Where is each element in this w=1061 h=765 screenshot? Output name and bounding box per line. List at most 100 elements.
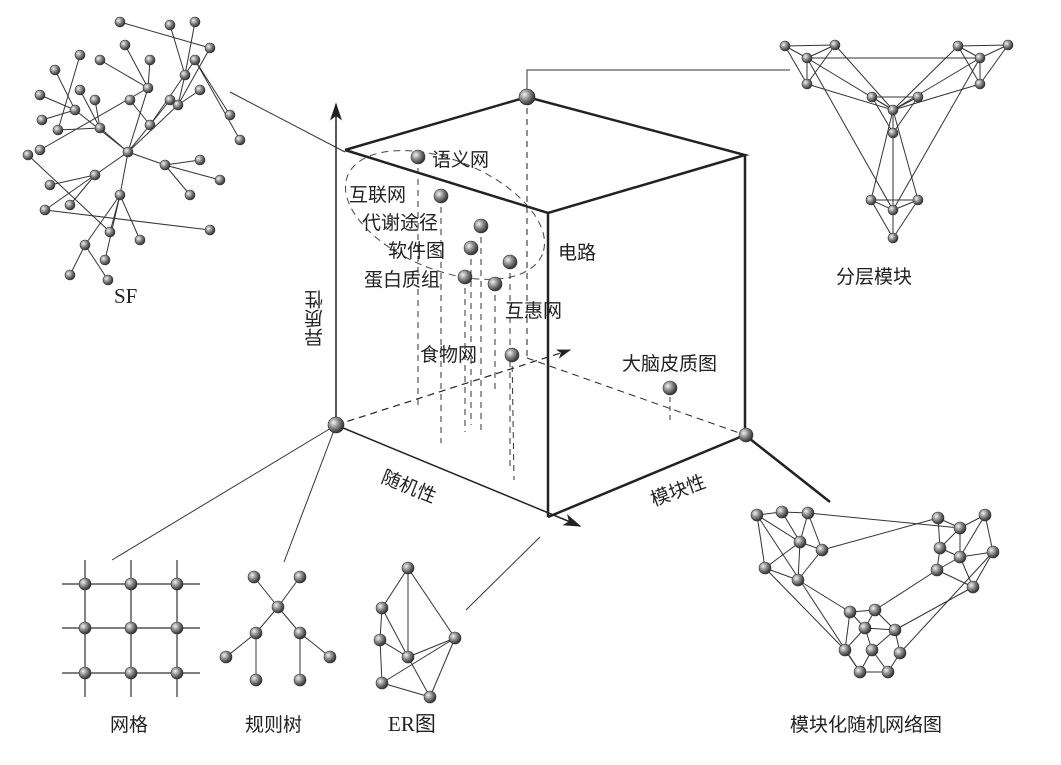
node xyxy=(838,643,852,657)
node xyxy=(375,676,389,690)
node xyxy=(865,194,877,206)
node xyxy=(791,573,805,587)
node xyxy=(170,621,184,635)
node xyxy=(214,174,226,186)
node xyxy=(170,577,184,591)
node xyxy=(888,623,902,637)
node xyxy=(865,643,879,657)
node xyxy=(293,626,307,640)
network-point xyxy=(410,149,426,165)
node xyxy=(39,204,51,216)
origin-vertex xyxy=(327,416,345,434)
network-point xyxy=(504,347,520,363)
node xyxy=(893,646,907,660)
node xyxy=(89,169,101,181)
node xyxy=(930,563,944,577)
label-proteome: 蛋白质组 xyxy=(364,269,441,291)
modular-random-graph xyxy=(750,505,1000,679)
network-point xyxy=(463,240,479,256)
node xyxy=(815,543,829,557)
label-regular-tree: 规则树 xyxy=(245,714,303,736)
node xyxy=(887,104,899,116)
node xyxy=(793,535,807,549)
node xyxy=(974,52,986,64)
er-graph xyxy=(373,561,462,704)
cluster-ellipse xyxy=(344,150,546,280)
node xyxy=(44,179,56,191)
label-software-graph: 软件图 xyxy=(388,240,446,262)
node xyxy=(448,631,462,645)
node xyxy=(36,114,48,126)
node xyxy=(931,511,945,525)
node xyxy=(204,224,216,236)
node xyxy=(829,39,841,51)
label-circuits: 电路 xyxy=(558,242,597,264)
node xyxy=(94,122,106,134)
node xyxy=(401,650,415,664)
label-semantic-web: 语义网 xyxy=(432,149,490,171)
node xyxy=(881,665,895,679)
node xyxy=(89,94,101,106)
node xyxy=(271,600,285,614)
node xyxy=(124,666,138,680)
node xyxy=(102,274,114,286)
node xyxy=(974,78,986,90)
node xyxy=(142,82,154,94)
node xyxy=(887,204,899,216)
label-sf: SF xyxy=(114,284,138,308)
node xyxy=(375,601,389,615)
label-food-web: 食物网 xyxy=(420,344,478,366)
node xyxy=(843,605,857,619)
node xyxy=(953,521,967,535)
scale-free-graph xyxy=(22,16,246,286)
label-mutualistic-network: 互惠网 xyxy=(505,300,563,322)
label-er: ER图 xyxy=(388,712,436,736)
node xyxy=(114,16,126,28)
node xyxy=(78,666,92,680)
lattice-graph xyxy=(62,560,200,697)
node xyxy=(858,621,872,635)
node xyxy=(99,254,111,266)
cube xyxy=(111,69,831,611)
node xyxy=(69,104,81,116)
node xyxy=(978,508,992,522)
modularity-axis xyxy=(335,349,572,426)
axis-label-heterogeneity: 异质性 xyxy=(304,290,326,347)
node xyxy=(34,89,46,101)
node xyxy=(124,94,136,106)
node xyxy=(194,84,206,96)
label-modular-random: 模块化随机网络图 xyxy=(790,714,943,736)
node xyxy=(74,84,86,96)
node xyxy=(373,633,387,647)
node xyxy=(249,673,263,687)
node xyxy=(966,580,980,594)
node xyxy=(224,109,236,121)
node xyxy=(1002,39,1014,51)
node xyxy=(189,16,201,28)
node xyxy=(64,269,76,281)
node xyxy=(79,239,91,251)
node xyxy=(249,626,263,640)
node xyxy=(887,127,899,139)
node xyxy=(144,119,156,131)
node xyxy=(134,234,146,246)
node xyxy=(104,226,116,238)
node xyxy=(868,603,882,617)
node xyxy=(184,189,196,201)
node xyxy=(172,99,184,111)
node xyxy=(124,577,138,591)
node xyxy=(247,570,261,584)
node xyxy=(219,650,233,664)
node xyxy=(866,91,878,103)
node xyxy=(912,194,924,206)
node xyxy=(164,19,176,31)
node xyxy=(853,665,867,679)
hierarchical-modules-graph xyxy=(779,39,1014,244)
node xyxy=(323,650,337,664)
node xyxy=(64,199,76,211)
node xyxy=(194,154,206,166)
label-brain-cortex: 大脑皮质图 xyxy=(622,353,718,375)
node xyxy=(164,94,176,106)
label-internet: 互联网 xyxy=(349,184,407,206)
